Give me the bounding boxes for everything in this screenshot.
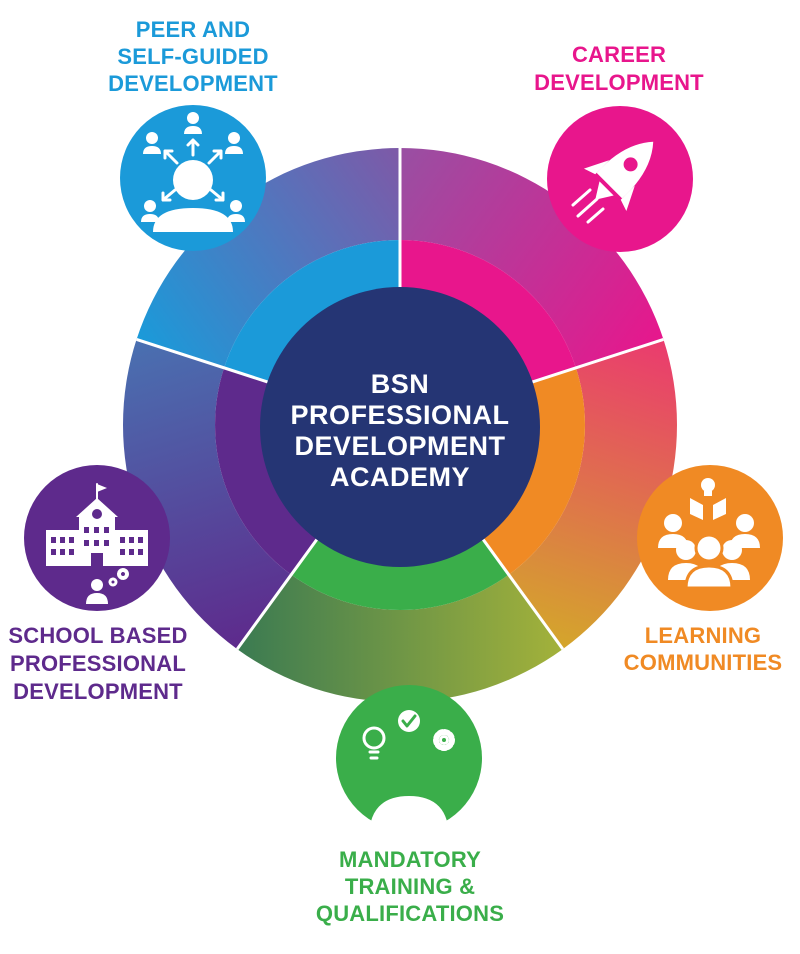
- segment-career: CAREER DEVELOPMENT: [534, 42, 704, 252]
- mandatory-label-line-1: MANDATORY: [339, 847, 481, 872]
- segment-peer: PEER AND SELF-GUIDED DEVELOPMENT: [108, 17, 278, 251]
- school-label-line-2: PROFESSIONAL: [10, 651, 186, 676]
- school-label-line-1: SCHOOL BASED: [8, 623, 187, 648]
- center-circle: [260, 287, 540, 567]
- peer-label-line-2: SELF-GUIDED: [117, 44, 268, 69]
- center-line-2: PROFESSIONAL: [290, 400, 509, 430]
- segment-learning: LEARNING COMMUNITIES: [624, 465, 783, 675]
- outer-segment-mandatory: [237, 574, 563, 703]
- rocket-trail-icon: [571, 188, 605, 224]
- mandatory-label-line-2: TRAINING &: [345, 874, 475, 899]
- outer-segment-career: [400, 148, 664, 368]
- mandatory-label-line-3: QUALIFICATIONS: [316, 901, 504, 926]
- group-idea-icon: [658, 478, 760, 590]
- rocket-icon: [583, 141, 654, 212]
- center-line-3: DEVELOPMENT: [294, 431, 505, 461]
- school-building-icon: [46, 483, 148, 604]
- outer-ring: [123, 148, 677, 703]
- segment-school: SCHOOL BASED PROFESSIONAL DEVELOPMENT: [8, 465, 187, 704]
- outer-segment-peer: [136, 148, 400, 368]
- peer-label-line-3: DEVELOPMENT: [108, 71, 278, 96]
- learning-label-line-1: LEARNING: [645, 623, 762, 648]
- center-hub: BSN PROFESSIONAL DEVELOPMENT ACADEMY: [260, 287, 540, 567]
- mandatory-badge: [336, 685, 482, 831]
- center-line-4: ACADEMY: [330, 462, 470, 492]
- lightbulb-check-gear-icon: [362, 710, 455, 838]
- segment-mandatory: MANDATORY TRAINING & QUALIFICATIONS: [316, 685, 504, 926]
- school-label-line-3: DEVELOPMENT: [13, 679, 183, 704]
- peer-label-line-1: PEER AND: [136, 17, 250, 42]
- learning-label-line-2: COMMUNITIES: [624, 650, 783, 675]
- center-line-1: BSN: [371, 369, 430, 399]
- career-label-line-1: CAREER: [572, 42, 666, 67]
- outer-segment-learning: [508, 339, 677, 650]
- career-label-line-2: DEVELOPMENT: [534, 70, 704, 95]
- people-network-icon: [141, 112, 245, 232]
- outer-segment-school: [123, 339, 292, 650]
